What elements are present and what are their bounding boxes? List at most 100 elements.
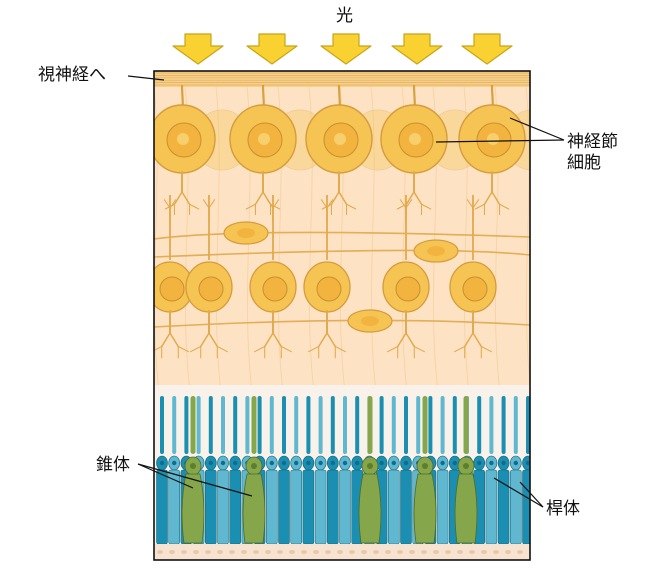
rod-cell xyxy=(290,396,303,545)
rod-nucleus xyxy=(501,460,506,466)
rod-outer-segment xyxy=(489,396,494,454)
pigment-granule xyxy=(445,550,451,554)
rod-inner-segment xyxy=(388,469,400,545)
dendrite-branch xyxy=(202,199,210,209)
ganglion-nucleolus xyxy=(409,133,421,145)
rod-outer-segment xyxy=(391,396,396,454)
rod-cell xyxy=(339,396,351,545)
dendrite-branch xyxy=(491,191,501,206)
rod-inner-segment xyxy=(205,469,217,545)
cone-body xyxy=(242,473,266,544)
ganglion-cell-row xyxy=(154,84,526,216)
dendrite-branch xyxy=(154,345,163,352)
rod-cell xyxy=(400,396,412,545)
pigment-granule xyxy=(325,550,331,554)
cone-leader-1 xyxy=(137,463,194,489)
rod-nucleus xyxy=(294,460,299,466)
rod-inner-segment xyxy=(436,469,449,545)
rod-nucleus xyxy=(513,460,518,466)
ganglion-nucleolus xyxy=(258,133,270,145)
dendrite-branch xyxy=(263,332,274,348)
mesh-line xyxy=(215,85,223,402)
dendrite-branch xyxy=(454,345,466,353)
rod-cell xyxy=(522,396,530,545)
rod-outer-segment xyxy=(440,396,445,454)
pigment-granule xyxy=(481,550,487,554)
ganglion-leader-top xyxy=(509,117,565,141)
rod-outer-segment xyxy=(477,396,482,454)
pigment-granule xyxy=(205,550,211,554)
cone-cell xyxy=(454,396,478,544)
pigment-granule xyxy=(361,550,367,554)
dendrite-branch xyxy=(181,191,191,206)
rod-outer-segment xyxy=(343,396,347,454)
dendrite-branch xyxy=(208,199,216,209)
dendrite-branch xyxy=(216,345,228,353)
pigment-granule xyxy=(505,550,511,554)
rod-outer-segment xyxy=(330,396,335,454)
dendrite-branch xyxy=(421,203,432,210)
horizontal-nucleus xyxy=(427,246,445,256)
rod-inner-segment xyxy=(327,469,339,545)
rod-leader-1 xyxy=(493,477,544,508)
pigment-granule xyxy=(157,550,163,554)
photoreceptor-layer xyxy=(154,385,530,560)
dendrite-branch xyxy=(160,332,171,348)
rod-nucleus xyxy=(379,460,384,466)
cone-cell xyxy=(181,396,205,544)
light-arrow-4 xyxy=(391,33,443,65)
ganglion-cell xyxy=(458,84,526,216)
bipolar-lower-dendrites xyxy=(154,310,189,359)
rod-cell xyxy=(387,396,400,545)
dendrite-branch xyxy=(463,332,474,348)
bipolar-nucleus xyxy=(262,276,288,302)
bipolar-lower-dendrites xyxy=(190,310,228,359)
rod-inner-segment xyxy=(302,469,315,545)
dendrite-branch xyxy=(413,191,423,206)
horizontal-cell xyxy=(154,309,530,333)
rod-outer-segment xyxy=(257,396,262,454)
rod-outer-segment xyxy=(221,396,225,454)
dendrite-branch xyxy=(254,191,264,206)
horizontal-nucleus xyxy=(361,316,379,326)
light-arrow-2 xyxy=(246,33,298,65)
cone-body xyxy=(358,473,382,544)
rod-outer-segment xyxy=(501,396,506,454)
ganglion-nucleolus xyxy=(487,133,499,145)
rod-outer-segment xyxy=(428,396,433,454)
cone-nucleus xyxy=(463,463,469,469)
bipolar-nucleus xyxy=(198,276,224,302)
dendrite-branch xyxy=(413,345,425,353)
pigment-granule xyxy=(493,550,499,554)
dendrite-branch xyxy=(472,332,483,348)
pigment-granule xyxy=(385,550,391,554)
rod-nucleus xyxy=(220,460,226,466)
rod-inner-segment xyxy=(510,469,522,545)
dendrite-branch xyxy=(308,345,320,353)
rod-cell xyxy=(314,396,327,545)
rod-inner-segment xyxy=(278,469,290,545)
pigment-granule xyxy=(409,550,415,554)
rod-nucleus xyxy=(281,460,287,466)
bipolar-top-branches xyxy=(320,199,334,223)
dendrite-branch xyxy=(472,199,480,209)
rod-outer-segment xyxy=(379,396,384,454)
pigment-granule xyxy=(217,550,223,554)
rod-cell xyxy=(205,396,217,545)
dendrite-branch xyxy=(346,203,357,210)
pigment-granule xyxy=(457,550,463,554)
dendrite-branch xyxy=(189,203,200,210)
pigment-granule xyxy=(337,550,343,554)
rod-nucleus xyxy=(452,460,457,466)
horizontal-process xyxy=(154,249,530,258)
cone-cell xyxy=(358,396,382,544)
dendrite-branch xyxy=(387,345,399,353)
cone-body xyxy=(413,473,437,544)
bipolar-cell xyxy=(249,195,297,359)
label-leader-lines xyxy=(127,75,565,508)
dendrite-branch xyxy=(483,191,493,206)
rod-cell xyxy=(229,396,241,545)
pigment-granule xyxy=(169,550,175,554)
rod-nucleus xyxy=(477,460,482,466)
rod-inner-segment xyxy=(156,469,168,545)
